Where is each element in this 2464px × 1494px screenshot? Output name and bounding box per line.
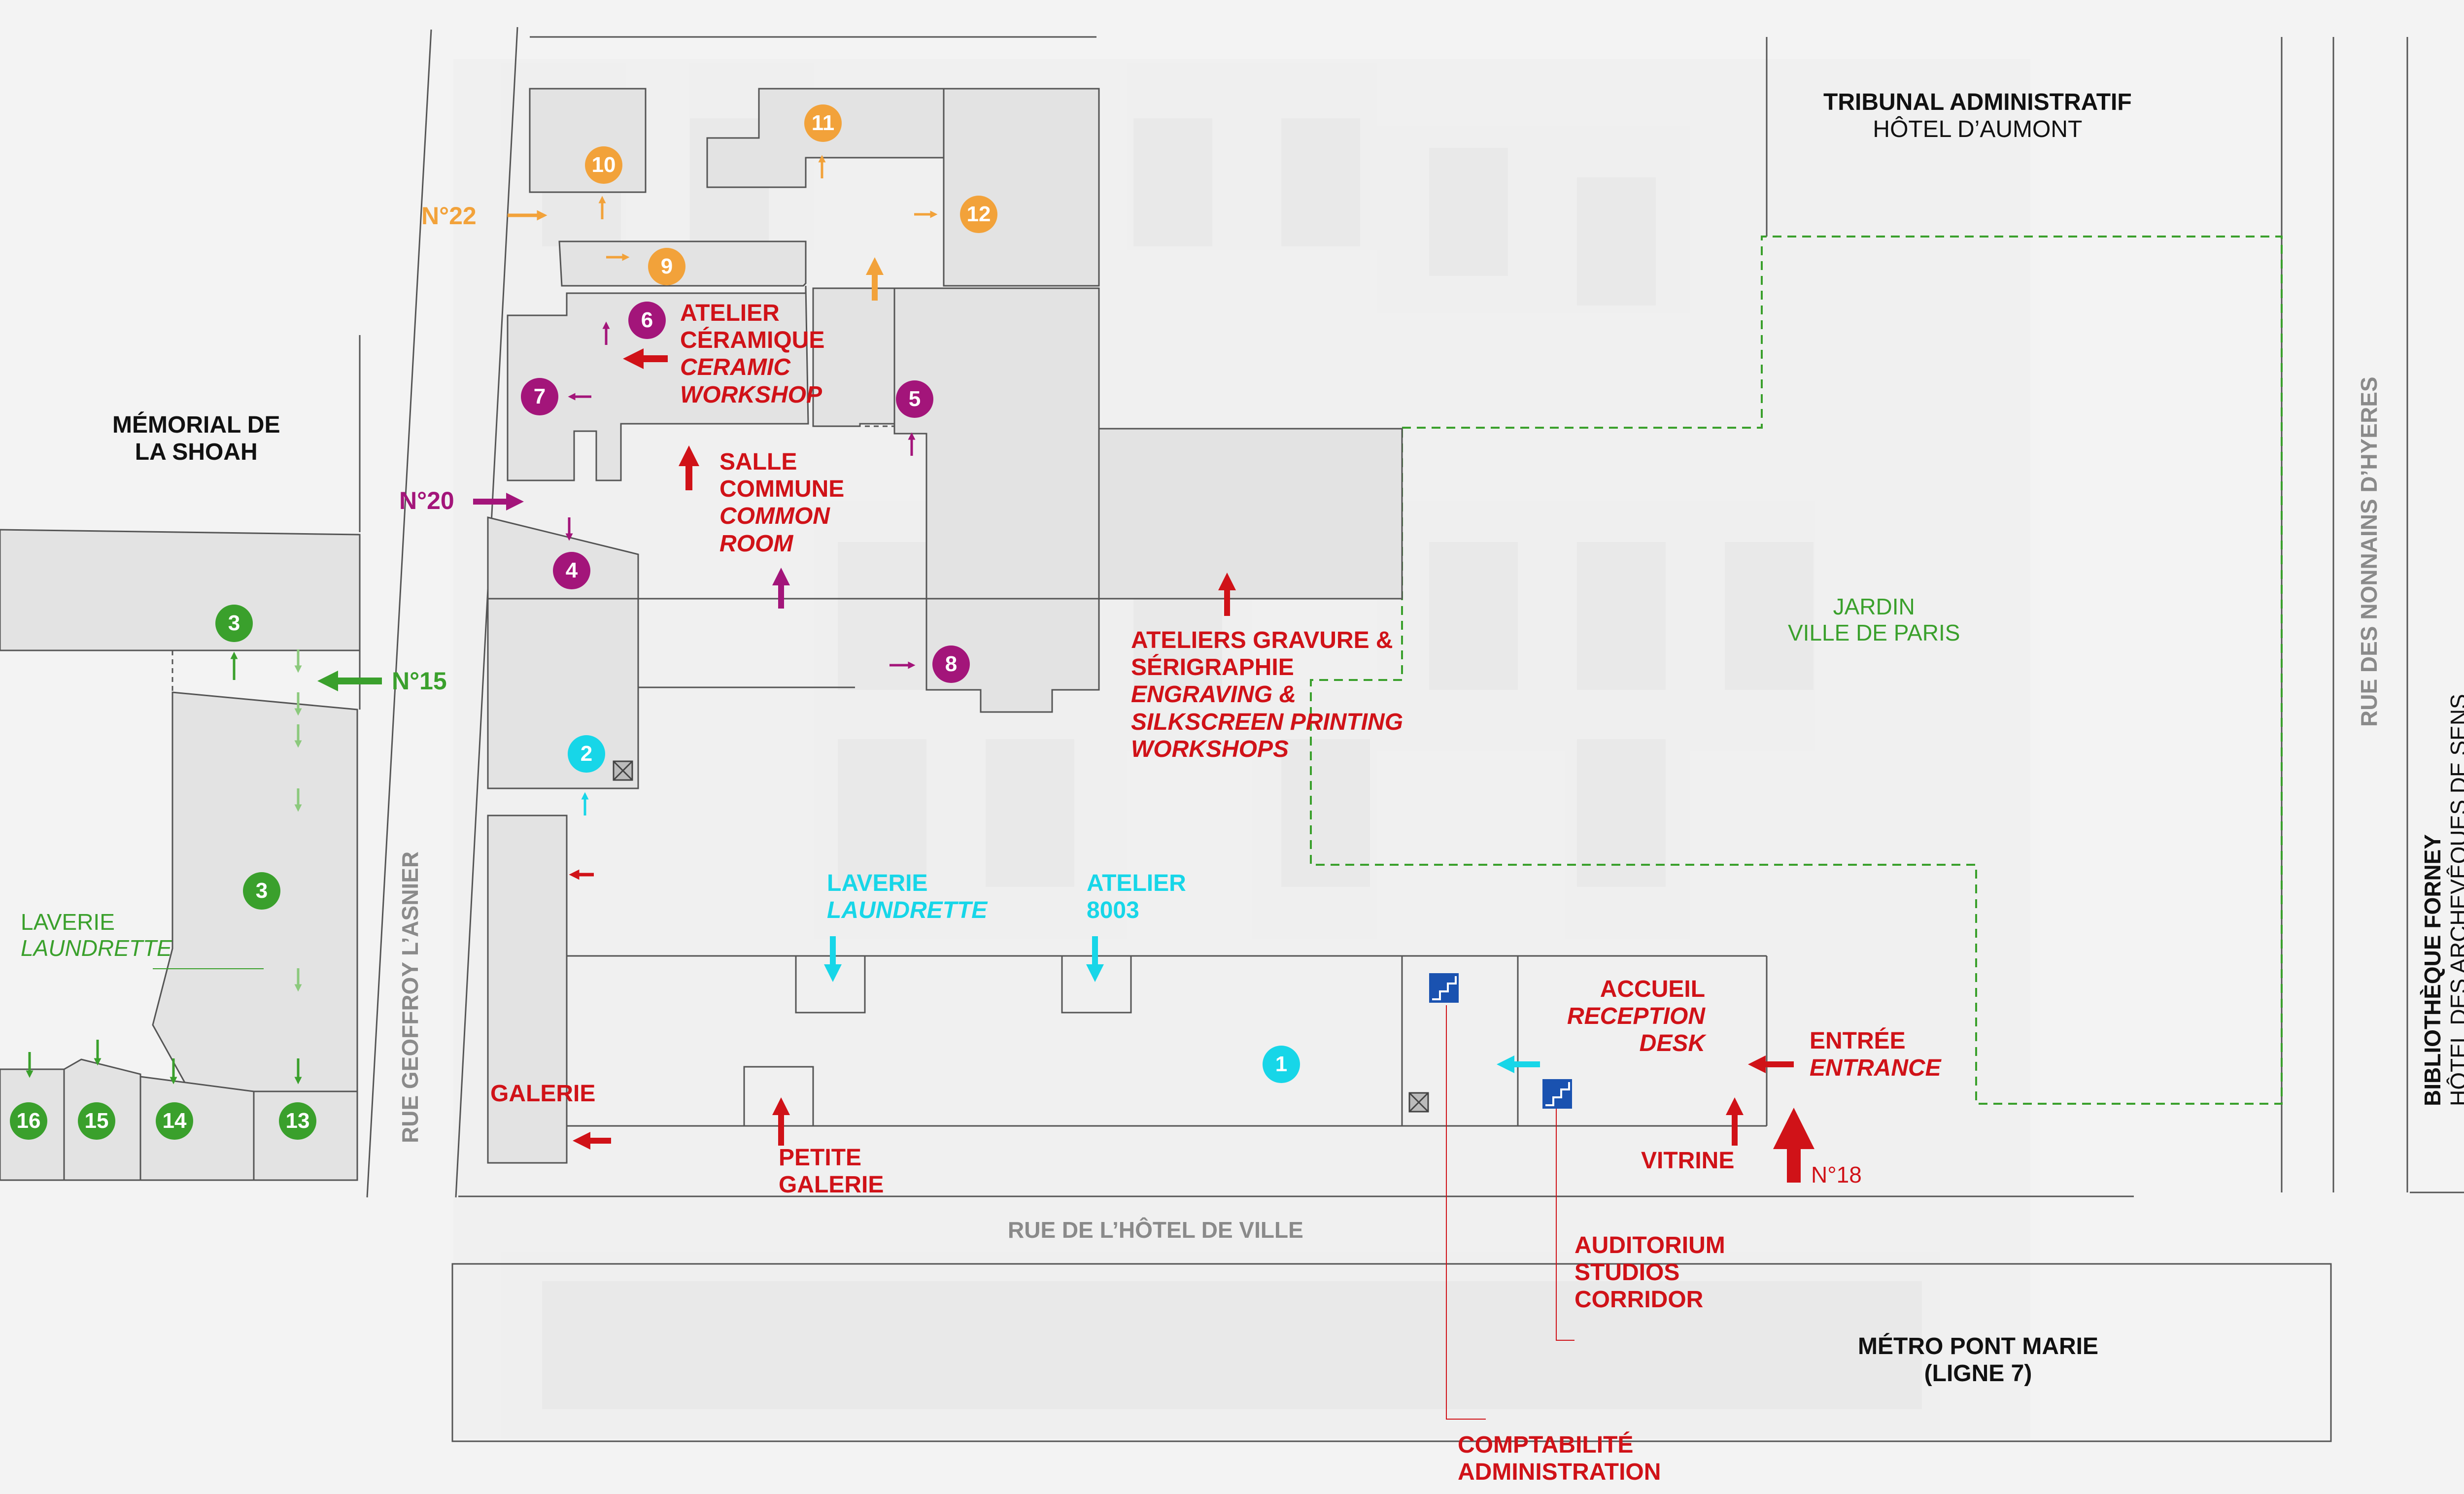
purple-arrows — [473, 321, 916, 669]
badge-11: 11 — [804, 104, 842, 142]
entrance-n18-label: N°18 — [1811, 1162, 1862, 1188]
entrance-n22-label: N°22 — [421, 202, 477, 230]
street-nonnains-label: RUE DES NONNAINS D’HYERES — [2356, 376, 2382, 727]
street-geoffroy-label: RUE GEOFFROY L’ASNIER — [397, 851, 423, 1143]
stairs-icon — [1542, 1079, 1572, 1109]
petite-galerie-label: PETITE GALERIE — [779, 1145, 884, 1198]
badge-15: 15 — [78, 1102, 115, 1140]
leader-lines — [1446, 1005, 1574, 1420]
elevator-icon — [1408, 1092, 1429, 1113]
badge-2: 2 — [568, 735, 605, 773]
badge-5: 5 — [896, 380, 933, 418]
galerie-label: GALERIE — [490, 1081, 596, 1107]
bibliotheque-label: BIBLIOTHÈQUE FORNEY HÔTEL DES ARCHEVÊQUE… — [2420, 694, 2464, 1106]
laverie-green-label: LAVERIE LAUNDRETTE — [21, 909, 172, 961]
cyan-arrows — [581, 792, 1540, 1073]
entrance-n15-label: N°15 — [392, 667, 447, 695]
elevator-icon — [613, 760, 633, 781]
badge-3: 3 — [215, 605, 253, 642]
laverie-cyan-label: LAVERIE LAUNDRETTE — [827, 870, 988, 924]
building-galerie — [487, 815, 568, 1164]
stairs-icon — [1429, 973, 1459, 1003]
badge-4: 4 — [553, 552, 590, 589]
tribunal-label: TRIBUNAL ADMINISTRATIF HÔTEL D’AUMONT — [1823, 89, 2132, 143]
entree-label: ENTRÉE ENTRANCE — [1810, 1028, 1941, 1082]
jardin-label: JARDIN VILLE DE PARIS — [1788, 594, 1960, 645]
metro-box — [451, 1263, 2332, 1442]
atelier-8003-label: ATELIER 8003 — [1087, 870, 1186, 924]
building-gravure — [1098, 428, 1403, 600]
building-6-7 — [507, 285, 809, 481]
memorial-label: MÉMORIAL DE LA SHOAH — [112, 412, 280, 466]
gravure-label: ATELIERS GRAVURE & SÉRIGRAPHIE ENGRAVING… — [1131, 627, 1403, 762]
accueil-label: ACCUEIL RECEPTION DESK — [1567, 976, 1706, 1057]
badge-16: 16 — [10, 1102, 47, 1140]
comptabilite-label: COMPTABILITÉ ADMINISTRATION — [1458, 1432, 1661, 1486]
vitrine-label: VITRINE — [1641, 1148, 1735, 1174]
metro-label: MÉTRO PONT MARIE (LIGNE 7) — [1858, 1333, 2098, 1387]
badge-12: 12 — [960, 196, 997, 233]
building-center — [893, 287, 1100, 713]
building-5 — [812, 287, 895, 427]
ceramique-label: ATELIER CÉRAMIQUE CERAMIC WORKSHOP — [680, 300, 825, 408]
building-12 — [943, 88, 1100, 287]
orange-arrows — [508, 155, 938, 301]
green-arrows — [26, 649, 382, 1085]
buildings — [0, 88, 1403, 1181]
auditorium-label: AUDITORIUM STUDIOS CORRIDOR — [1574, 1232, 1725, 1313]
badge-7: 7 — [521, 378, 558, 415]
badge-13: 13 — [279, 1102, 316, 1140]
badge-8: 8 — [932, 645, 970, 683]
street-hotel-de-ville-label: RUE DE L’HÔTEL DE VILLE — [1008, 1217, 1303, 1243]
badge-14: 14 — [156, 1102, 193, 1140]
building-10 — [529, 88, 647, 193]
garden-boundary — [1310, 236, 2283, 1105]
badge-6: 6 — [628, 302, 666, 339]
building-2 — [487, 598, 639, 789]
background-facade — [453, 59, 2030, 1439]
badge-3: 3 — [243, 872, 280, 910]
salle-commune-label: SALLE COMMUNE COMMON ROOM — [719, 449, 845, 557]
red-arrows — [569, 348, 1814, 1183]
building-3-top — [0, 529, 361, 651]
badge-10: 10 — [585, 146, 622, 184]
badge-1: 1 — [1263, 1046, 1300, 1083]
entrance-n20-label: N°20 — [399, 487, 454, 514]
interior-lines — [153, 425, 1768, 1127]
badge-9: 9 — [648, 248, 685, 285]
